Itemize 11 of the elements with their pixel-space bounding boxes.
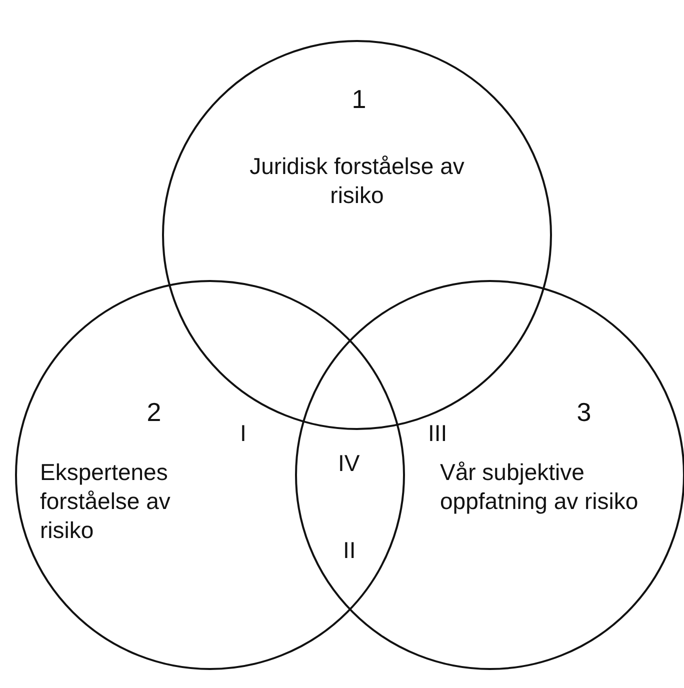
region-numeral: I xyxy=(240,420,246,447)
circle-label: Vår subjektive oppfatning av risiko xyxy=(440,458,640,516)
circle-number: 1 xyxy=(350,85,368,114)
venn-circle xyxy=(15,280,405,670)
circle-label: Ekspertenes forståelse av risiko xyxy=(40,458,172,545)
region-numeral: II xyxy=(343,537,356,564)
circle-number: 2 xyxy=(146,398,162,427)
circle-label: Juridisk forståelse av risiko xyxy=(248,152,466,210)
circle-number: 3 xyxy=(576,398,592,427)
region-numeral: IV xyxy=(338,450,360,477)
region-numeral: III xyxy=(428,420,448,447)
